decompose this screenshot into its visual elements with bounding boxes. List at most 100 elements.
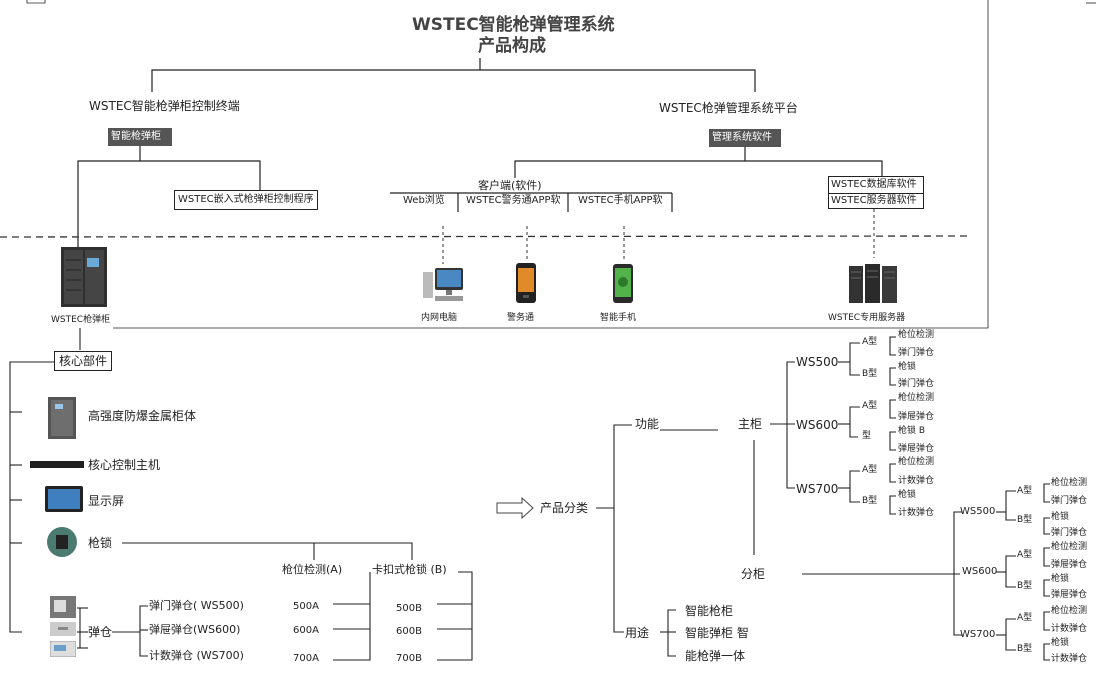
ammo-type-drawer: 弹屉弹仓(WS600): [149, 623, 241, 636]
main-ws500-a-item2: 弹门弹仓: [898, 348, 935, 358]
model-700a: 700A: [293, 653, 319, 664]
ammo-drawer-icon: [50, 622, 76, 636]
pc-label: 内网电脑: [421, 313, 458, 323]
main-cabinet-node: 主柜: [738, 417, 763, 431]
terminal-heading: WSTEC智能枪弹柜控制终端: [89, 99, 240, 113]
sub-ws700-b-item2: 计数弹仓: [1051, 654, 1088, 664]
function-node: 功能: [635, 417, 660, 431]
main-ws600-type-a: A型: [862, 401, 878, 411]
main-ws500-a-item1: 枪位检测: [898, 330, 935, 340]
page-subtitle: 产品构成: [478, 36, 546, 56]
core-item-gun-lock: 枪锁: [88, 536, 113, 550]
sub-ws600-a-item1: 枪位检测: [1051, 542, 1088, 552]
control-host-icon: [30, 460, 84, 469]
model-600a: 600A: [293, 625, 319, 636]
divider: [829, 193, 923, 194]
model-700b: 700B: [396, 653, 422, 664]
model-600b: 600B: [396, 626, 422, 637]
sub-ws500: WS500: [960, 506, 996, 517]
sub-ws500-b-item1: 枪锁: [1051, 512, 1070, 522]
police-terminal-icon: [515, 262, 537, 304]
desktop-computer-icon: [421, 266, 467, 304]
core-components-box: 核心部件: [54, 351, 113, 371]
sub-cabinet-node: 分柜: [741, 567, 766, 581]
sub-ws700-a-item1: 枪位检测: [1051, 606, 1088, 616]
main-ws500: WS500: [796, 355, 839, 369]
cabinet-label: WSTEC枪弹柜: [51, 315, 111, 325]
core-item-display: 显示屏: [88, 494, 125, 508]
sub-ws600-type-a: A型: [1017, 550, 1033, 560]
usage-node: 用途: [625, 626, 650, 640]
sub-ws600-a-item2: 弹屉弹仓: [1051, 560, 1088, 570]
gun-cabinet-icon: [60, 246, 108, 308]
main-ws700-a-item1: 枪位检测: [898, 457, 935, 467]
sub-ws700: WS700: [960, 629, 996, 640]
ammo-label: 弹仓: [88, 625, 113, 639]
ammo-door-icon: [50, 596, 76, 618]
column-b-header: 卡扣式枪锁 (B): [372, 563, 447, 576]
page-title: WSTEC智能枪弹管理系统: [412, 15, 615, 35]
server-software-box: WSTEC数据库软件 WSTEC服务器软件: [828, 176, 924, 209]
main-ws500-b-item1: 枪锁: [898, 362, 917, 372]
main-ws600-type-b: 型: [862, 431, 872, 441]
core-item-cabinet: 高强度防爆金属柜体: [88, 409, 197, 423]
sub-ws700-type-a: A型: [1017, 613, 1033, 623]
metal-cabinet-icon: [47, 396, 77, 440]
main-ws700-type-a: A型: [862, 465, 878, 475]
model-500b: 500B: [396, 603, 422, 614]
police-phone-label: 警务通: [507, 313, 535, 323]
main-ws700-a-item2: 计数弹仓: [898, 476, 935, 486]
usage-ammo-cabinet: 智能弹柜 智: [685, 626, 749, 640]
sub-ws600-type-b: B型: [1017, 581, 1033, 591]
sub-ws700-type-b: B型: [1017, 644, 1033, 654]
ammo-type-door: 弹门弹仓( WS500): [149, 599, 244, 612]
usage-combined: 能枪弹一体: [685, 649, 746, 663]
terminal-tag: 智能枪弹柜: [108, 128, 172, 146]
model-500a: 500A: [293, 601, 319, 612]
main-ws600: WS600: [796, 418, 839, 432]
server-label: WSTEC专用服务器: [828, 313, 906, 323]
sub-ws500-a-item1: 枪位检测: [1051, 478, 1088, 488]
main-ws700-b-item1: 枪锁: [898, 490, 917, 500]
sub-ws500-type-a: A型: [1017, 486, 1033, 496]
gun-lock-icon: [46, 526, 78, 558]
database-software: WSTEC数据库软件: [831, 179, 917, 190]
sub-ws600-b-item2: 弹屉弹仓: [1051, 590, 1088, 600]
embedded-program-box: WSTEC嵌入式枪弹柜控制程序: [174, 190, 318, 210]
smartphone-icon: [612, 263, 634, 304]
main-ws500-b-item2: 弹门弹仓: [898, 379, 935, 389]
display-screen-icon: [45, 486, 83, 512]
main-ws700-b-item2: 计数弹仓: [898, 508, 935, 518]
client-web: Web浏览: [403, 195, 445, 206]
client-phone-app: WSTEC手机APP软: [578, 195, 663, 206]
sub-ws500-b-item2: 弹门弹仓: [1051, 528, 1088, 538]
server-software: WSTEC服务器软件: [831, 195, 917, 206]
client-police-app: WSTEC警务通APP软: [466, 195, 561, 206]
client-label: 客户端(软件): [478, 179, 542, 192]
main-ws500-type-a: A型: [862, 337, 878, 347]
main-ws500-type-b: B型: [862, 369, 878, 379]
classification-root: 产品分类: [540, 501, 589, 515]
ammo-counter-icon: [50, 641, 76, 657]
sub-ws700-b-item1: 枪锁: [1051, 638, 1070, 648]
smartphone-label: 智能手机: [600, 313, 637, 323]
usage-gun-cabinet: 智能枪柜: [685, 604, 734, 618]
platform-heading: WSTEC枪弹管理系统平台: [659, 101, 798, 115]
main-ws700: WS700: [796, 482, 839, 496]
sub-ws600: WS600: [962, 566, 998, 577]
server-rack-icon: [848, 262, 898, 304]
sub-ws600-b-item1: 枪锁: [1051, 574, 1070, 584]
sub-ws500-type-b: B型: [1017, 515, 1033, 525]
main-ws600-b-item1: 枪锁 B: [898, 426, 926, 436]
column-a-header: 枪位检测(A): [282, 563, 343, 576]
core-item-host: 核心控制主机: [88, 458, 161, 472]
main-ws600-a-item1: 枪位检测: [898, 393, 935, 403]
ammo-type-counter: 计数弹仓 (WS700): [149, 649, 244, 662]
main-ws600-a-item2: 弹屉弹仓: [898, 412, 935, 422]
main-ws600-b-item2: 弹屉弹仓: [898, 444, 935, 454]
main-ws700-type-b: B型: [862, 496, 878, 506]
platform-tag: 管理系统软件: [709, 129, 781, 147]
sub-ws500-a-item2: 弹门弹仓: [1051, 496, 1088, 506]
sub-ws700-a-item2: 计数弹仓: [1051, 624, 1088, 634]
